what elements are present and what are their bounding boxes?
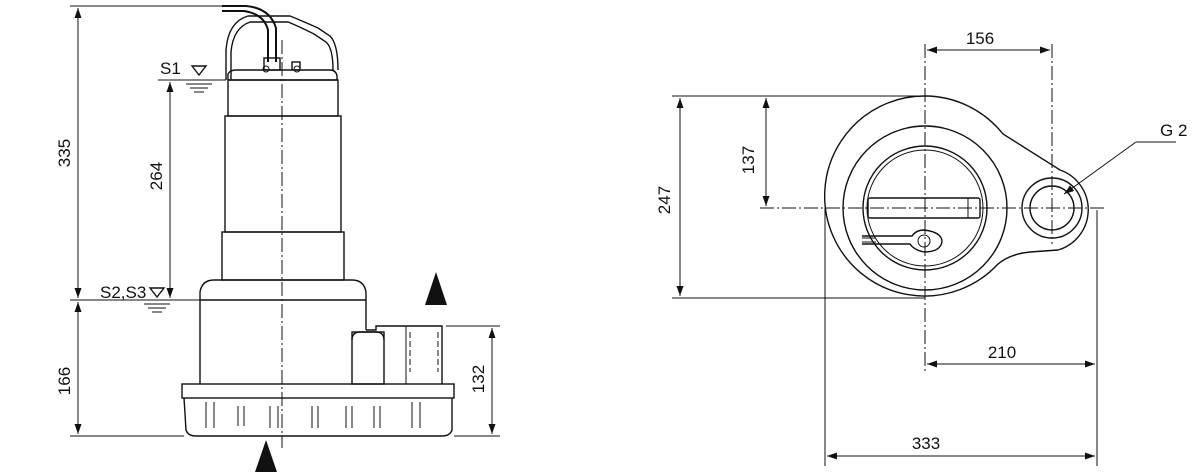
flow-out-arrow-icon xyxy=(425,272,447,305)
housing-outline xyxy=(823,95,1089,297)
outlet-thread-label: G 2 xyxy=(1160,121,1187,140)
outlet-leader-line xyxy=(1063,141,1137,195)
level-label-s1: S1 xyxy=(160,59,181,78)
water-level-s2s3-icon xyxy=(144,287,170,313)
flow-in-arrow-icon xyxy=(255,440,277,472)
dim-label-247: 247 xyxy=(655,186,674,214)
side-view: S1 S2,S3 335 264 166 132 xyxy=(55,5,500,472)
dim-label-264: 264 xyxy=(147,162,166,190)
dim-label-166: 166 xyxy=(55,367,74,395)
level-label-s2s3: S2,S3 xyxy=(100,283,146,302)
dim-label-333: 333 xyxy=(912,434,940,453)
dim-label-156: 156 xyxy=(966,29,994,48)
water-level-s1-icon xyxy=(186,65,212,93)
dim-label-335: 335 xyxy=(55,139,74,167)
dim-label-132: 132 xyxy=(469,365,488,393)
dim-label-137: 137 xyxy=(739,146,758,174)
pump-body xyxy=(181,5,455,448)
base-grille xyxy=(205,402,421,428)
top-view: 156 137 247 210 333 G 2 xyxy=(655,29,1187,466)
dim-label-210: 210 xyxy=(988,343,1016,362)
